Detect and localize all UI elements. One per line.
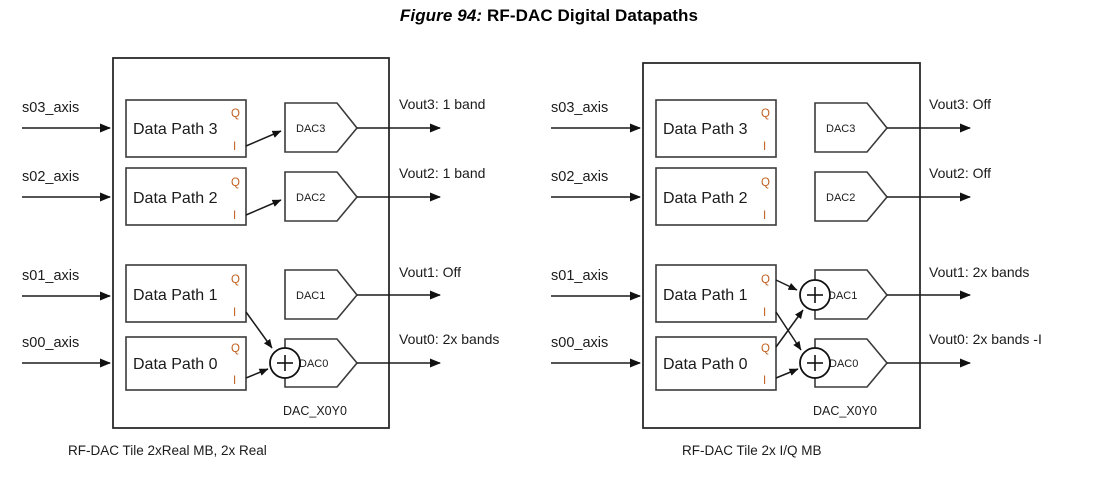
port-label-i-3: I (233, 141, 236, 153)
tile-left-row-3: s00_axis Data Path 0 Q I DAC0 Vout0: 2x … (22, 331, 499, 391)
datapath-label-3-r: Data Path 3 (663, 121, 748, 138)
port-label-q-2: Q (231, 177, 240, 189)
output-label-vout2-r: Vout2: Off (929, 165, 991, 181)
dac-label-2-r: DAC2 (826, 192, 855, 204)
input-label-s02-axis: s02_axis (22, 169, 79, 185)
figure-name: RF-DAC Digital Datapaths (486, 6, 699, 25)
tile-right-row-2: s01_axis Data Path 1 Q I DAC1 Vout1: 2x … (551, 264, 1029, 351)
dac-label-2: DAC2 (296, 192, 325, 204)
port-label-i-1-r: I (763, 307, 766, 319)
input-label-s02-axis-r: s02_axis (551, 169, 608, 185)
input-label-s01-axis: s01_axis (22, 268, 79, 284)
tile-id-label-right: DAC_X0Y0 (813, 404, 877, 418)
dac-label-0-r: DAC0 (829, 358, 858, 370)
input-label-s01-axis-r: s01_axis (551, 268, 608, 284)
port-label-q-1: Q (231, 274, 240, 286)
port-label-i-0-r: I (763, 375, 766, 387)
datapath-box-3[interactable] (125, 99, 247, 158)
port-label-q-2-r: Q (761, 177, 770, 189)
port-label-q-1-r: Q (761, 274, 770, 286)
datapath-box-0[interactable] (125, 336, 247, 391)
dac-shape-1[interactable] (284, 269, 359, 320)
datapath-label-3: Data Path 3 (133, 121, 218, 138)
datapath-to-dac-wire-2 (245, 199, 282, 216)
tile-right-row-3: s00_axis Data Path 0 Q I DAC0 Vout0: 2x … (551, 309, 1042, 391)
datapath-box-1[interactable] (125, 264, 247, 323)
datapath-label-1: Data Path 1 (133, 287, 218, 304)
tile-caption-right: RF-DAC Tile 2x I/Q MB (682, 443, 822, 458)
dac-label-3-r: DAC3 (826, 123, 855, 135)
dac-label-3: DAC3 (296, 123, 325, 135)
output-label-vout2: Vout2: 1 band (399, 165, 485, 181)
tile-right: s03_axis Data Path 3 Q I DAC3 Vout3: Off… (551, 62, 1042, 458)
input-label-s03-axis-r: s03_axis (551, 100, 608, 116)
port-label-q-3-r: Q (761, 108, 770, 120)
datapath1-i-to-adder0-wire (245, 311, 273, 349)
tile-id-label-left: DAC_X0Y0 (283, 404, 347, 418)
dac-label-1: DAC1 (296, 290, 325, 302)
output-label-vout3: Vout3: 1 band (399, 96, 485, 112)
port-label-i-0: I (233, 375, 236, 387)
datapath-label-0-r: Data Path 0 (663, 356, 748, 373)
datapath0-i-to-adder0-wire (245, 368, 269, 379)
dac-shape-2-r[interactable] (814, 171, 889, 222)
datapath-to-dac-wire-3 (245, 130, 282, 147)
input-label-s03-axis: s03_axis (22, 100, 79, 116)
tile-right-row-1: s02_axis Data Path 2 Q I DAC2 Vout2: Off (551, 165, 991, 226)
tile-left-row-1: s02_axis Data Path 2 Q I DAC2 Vout2: 1 b… (22, 165, 485, 226)
datapath-label-2-r: Data Path 2 (663, 190, 748, 207)
datapath0-q-to-adder1-wire-r (775, 309, 804, 348)
input-label-s00-axis-r: s00_axis (551, 335, 608, 351)
tile-left-boundary (112, 57, 390, 429)
dac-shape-0-r[interactable] (814, 338, 889, 388)
datapath-box-3-r[interactable] (655, 99, 777, 158)
tile-right-row-0: s03_axis Data Path 3 Q I DAC3 Vout3: Off (551, 96, 991, 158)
output-label-vout1-r: Vout1: 2x bands (929, 264, 1029, 280)
dac-label-1-r: DAC1 (828, 290, 857, 302)
figure-number: Figure 94: (399, 6, 483, 25)
port-label-i-1: I (233, 307, 236, 319)
datapath-box-0-r[interactable] (655, 336, 777, 391)
tile-left-row-0: s03_axis Data Path 3 Q I DAC3 Vout3: 1 b… (22, 96, 485, 158)
tile-left-row-2: s01_axis Data Path 1 Q I DAC1 Vout1: Off (22, 264, 461, 349)
output-label-vout0: Vout0: 2x bands (399, 331, 499, 347)
port-label-q-0: Q (231, 343, 240, 355)
dac-shape-3-r[interactable] (814, 102, 889, 153)
datapath-label-0: Data Path 0 (133, 356, 218, 373)
port-label-i-2: I (233, 210, 236, 222)
output-label-vout3-r: Vout3: Off (929, 96, 991, 112)
port-label-i-2-r: I (763, 210, 766, 222)
datapath-box-2-r[interactable] (655, 167, 777, 226)
tile-caption-left: RF-DAC Tile 2xReal MB, 2x Real (68, 443, 267, 458)
dac-shape-2[interactable] (284, 171, 359, 222)
datapath-label-2: Data Path 2 (133, 190, 218, 207)
dac-shape-0[interactable] (284, 338, 359, 388)
output-label-vout0-r: Vout0: 2x bands -I (929, 331, 1042, 347)
datapath0-i-to-adder0-wire-r (775, 368, 799, 379)
figure-title: Figure 94: RF-DAC Digital Datapaths (0, 6, 1098, 26)
dac-label-0: DAC0 (299, 358, 328, 370)
port-label-q-3: Q (231, 108, 240, 120)
tile-left: s03_axis Data Path 3 Q I DAC3 Vout3: 1 b… (22, 57, 499, 458)
dac-shape-3[interactable] (284, 102, 359, 153)
input-label-s00-axis: s00_axis (22, 335, 79, 351)
datapath1-q-to-adder1-wire-r (775, 279, 798, 291)
port-label-i-3-r: I (763, 141, 766, 153)
output-label-vout1: Vout1: Off (399, 264, 461, 280)
datapath-box-1-r[interactable] (655, 264, 777, 323)
tile-right-boundary (642, 62, 921, 429)
datapath-label-1-r: Data Path 1 (663, 287, 748, 304)
datapath-box-2[interactable] (125, 167, 247, 226)
port-label-q-0-r: Q (761, 343, 770, 355)
